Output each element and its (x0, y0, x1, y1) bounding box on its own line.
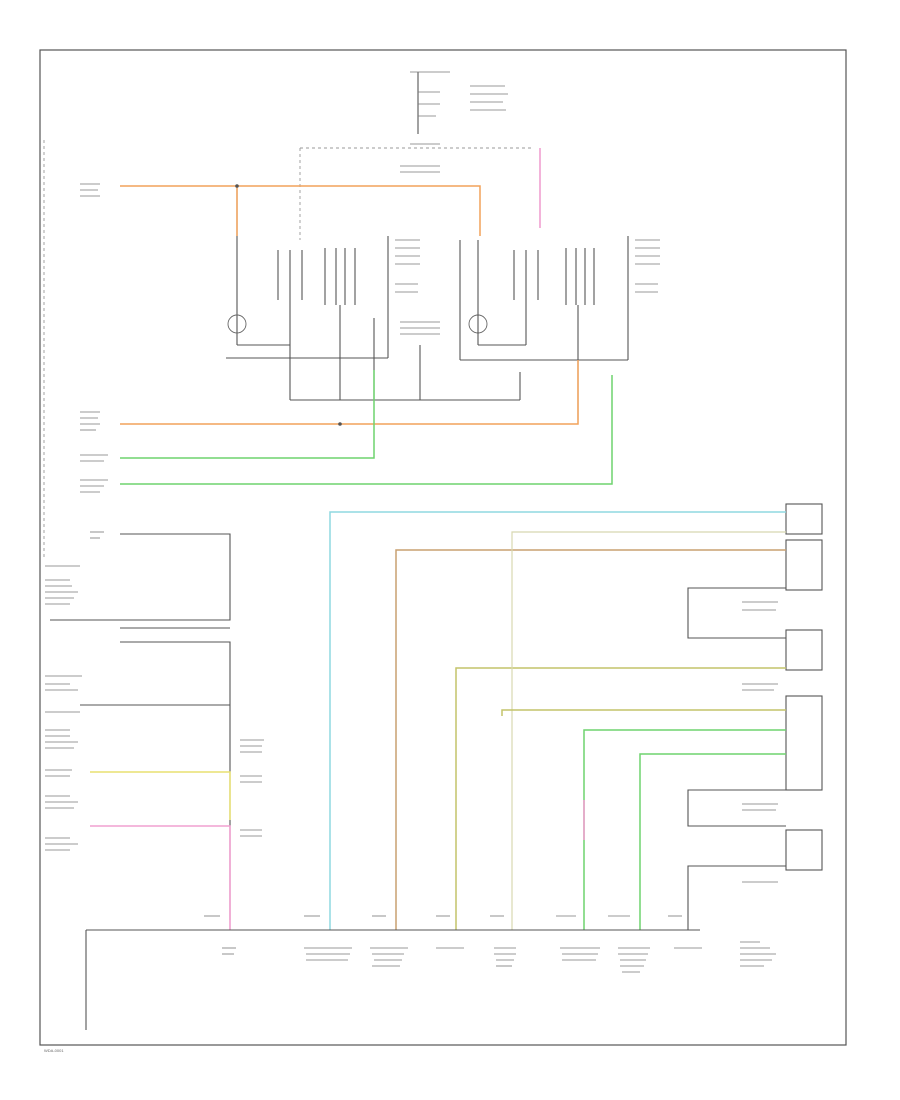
lower-left-labels (45, 739, 264, 851)
bottom-connector (85, 915, 776, 1030)
junction-dot (338, 422, 342, 426)
green-driver-wire (120, 370, 375, 459)
driver-mirror-unit (226, 186, 420, 400)
tan-wire (395, 549, 786, 930)
orange-feed-wire (120, 185, 481, 236)
footer-code: WDA-0001 (44, 1048, 64, 1053)
left-middle-circuit (45, 533, 231, 920)
loop-wire-2 (687, 789, 786, 827)
pink-signal-wire (90, 825, 231, 930)
green-passenger-wire (120, 375, 613, 485)
green-wire-2 (639, 753, 786, 930)
olive-wire (455, 667, 786, 930)
right-connector-block (742, 503, 823, 883)
loop-wire-3 (687, 865, 786, 930)
junction-dot (235, 184, 239, 188)
left-labels (80, 183, 108, 539)
orange-power-wire (120, 360, 579, 425)
center-ground-junction (290, 321, 521, 401)
pale-wire (511, 531, 786, 930)
passenger-mirror-unit (459, 236, 660, 420)
power-mirror-switch (299, 71, 541, 240)
olive-short-wire (501, 709, 786, 716)
green-wire-1 (583, 729, 786, 930)
cyan-wire (329, 511, 786, 930)
loop-wire-1 (687, 587, 786, 639)
yellow-signal-wire (90, 771, 231, 820)
diagram-frame (39, 49, 847, 1046)
